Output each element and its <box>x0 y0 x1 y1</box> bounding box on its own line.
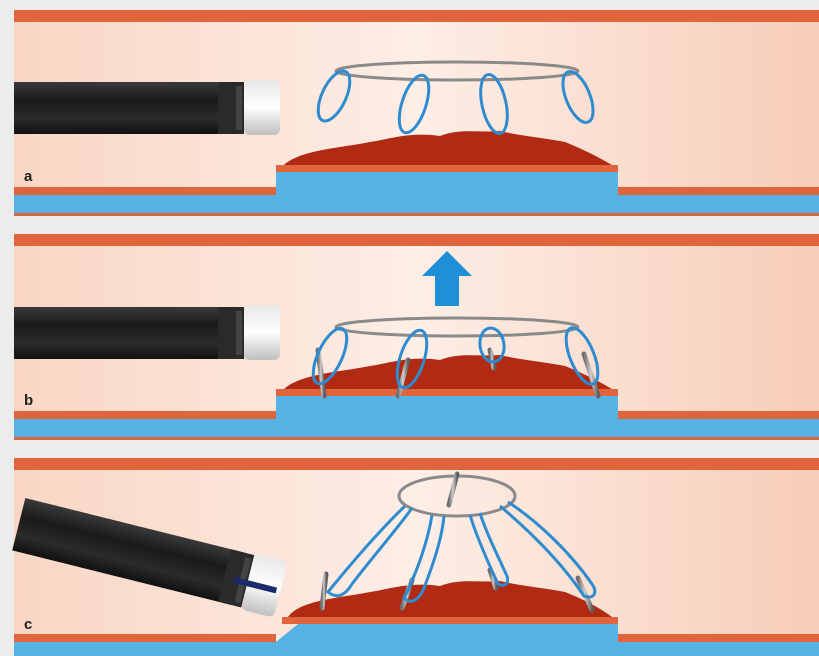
anchor-clip <box>446 471 460 508</box>
bottom-line <box>14 213 819 216</box>
ring <box>334 60 580 82</box>
upper-wall <box>14 458 819 470</box>
panel-label-a: a <box>24 168 33 185</box>
bottom-line <box>14 437 819 440</box>
clip-loop-1 <box>316 69 352 123</box>
endoscope-icon <box>12 497 287 617</box>
lower-wall-right <box>618 411 819 419</box>
panel-c: c <box>12 458 819 656</box>
upper-wall <box>14 234 819 246</box>
mucosa-under-lesion <box>276 165 618 172</box>
lower-wall-right <box>618 634 819 642</box>
panel-b: b <box>14 234 819 440</box>
clip-loop-4 <box>561 70 595 124</box>
clip-loop-3 <box>478 326 506 364</box>
clip-loop-4 <box>499 500 597 599</box>
lower-wall-left <box>14 187 276 195</box>
clip-loop-3 <box>479 73 509 135</box>
endoscope-icon <box>14 80 280 135</box>
clip-loop-4 <box>564 326 600 386</box>
submucosa <box>14 172 819 213</box>
panel-label-b: b <box>24 392 33 409</box>
lower-wall-left <box>14 634 276 642</box>
clip-loop-2 <box>402 514 446 603</box>
clip-icon <box>315 347 601 399</box>
upper-wall <box>14 10 819 22</box>
clip-loop-2 <box>395 328 429 390</box>
panel-label-c: c <box>24 616 32 633</box>
mucosa-under-lesion <box>282 617 618 624</box>
endoscope-icon <box>14 305 280 360</box>
ring <box>334 316 580 338</box>
lesion <box>288 581 612 617</box>
submucosa <box>14 624 819 656</box>
clip-loop-1 <box>311 326 349 386</box>
clip-loop-3 <box>468 512 510 587</box>
mucosa-under-lesion <box>276 389 618 396</box>
clip-loop-1 <box>325 504 414 598</box>
clip-loop-2 <box>397 73 431 135</box>
lower-wall-left <box>14 411 276 419</box>
lower-wall-right <box>618 187 819 195</box>
lesion <box>284 131 612 165</box>
submucosa <box>14 396 819 437</box>
up-arrow-icon <box>422 251 472 306</box>
lesion <box>284 355 612 389</box>
panel-a: a <box>14 10 819 216</box>
